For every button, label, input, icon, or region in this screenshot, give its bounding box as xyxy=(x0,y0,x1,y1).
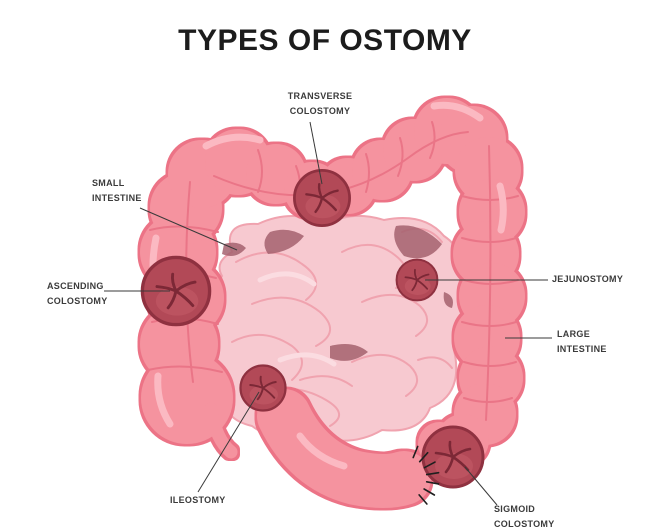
suture-stitches xyxy=(412,445,440,505)
label-jejunostomy: JEJUNOSTOMY xyxy=(552,274,624,284)
page-title: TYPES OF OSTOMY xyxy=(178,24,472,57)
leader-line-sigmoid-colostomy xyxy=(464,466,498,506)
leader-lines xyxy=(104,121,552,506)
colon-highlights xyxy=(149,101,507,470)
leader-line-ileostomy xyxy=(197,391,260,493)
leader-line-transverse-colostomy xyxy=(309,121,323,185)
appendix-graphic xyxy=(204,402,238,459)
stoma-transverse-colostomy xyxy=(293,169,351,227)
colon-creases xyxy=(147,121,519,421)
label-large-intestine: LARGE INTESTINE xyxy=(557,329,607,354)
stoma-ileostomy xyxy=(239,364,287,412)
label-sigmoid-colostomy: SIGMOID COLOSTOMY xyxy=(494,504,555,529)
label-ascending-colostomy: ASCENDING COLOSTOMY xyxy=(47,281,108,306)
label-small-intestine: SMALL INTESTINE xyxy=(92,178,142,203)
label-ileostomy: ILEOSTOMY xyxy=(170,495,226,505)
rectum-graphic xyxy=(257,389,431,508)
fold-shadows xyxy=(222,225,453,361)
label-transverse-colostomy: TRANSVERSE COLOSTOMY xyxy=(287,91,353,116)
leader-line-small-intestine xyxy=(139,207,238,251)
intestine-highlights xyxy=(257,271,337,367)
